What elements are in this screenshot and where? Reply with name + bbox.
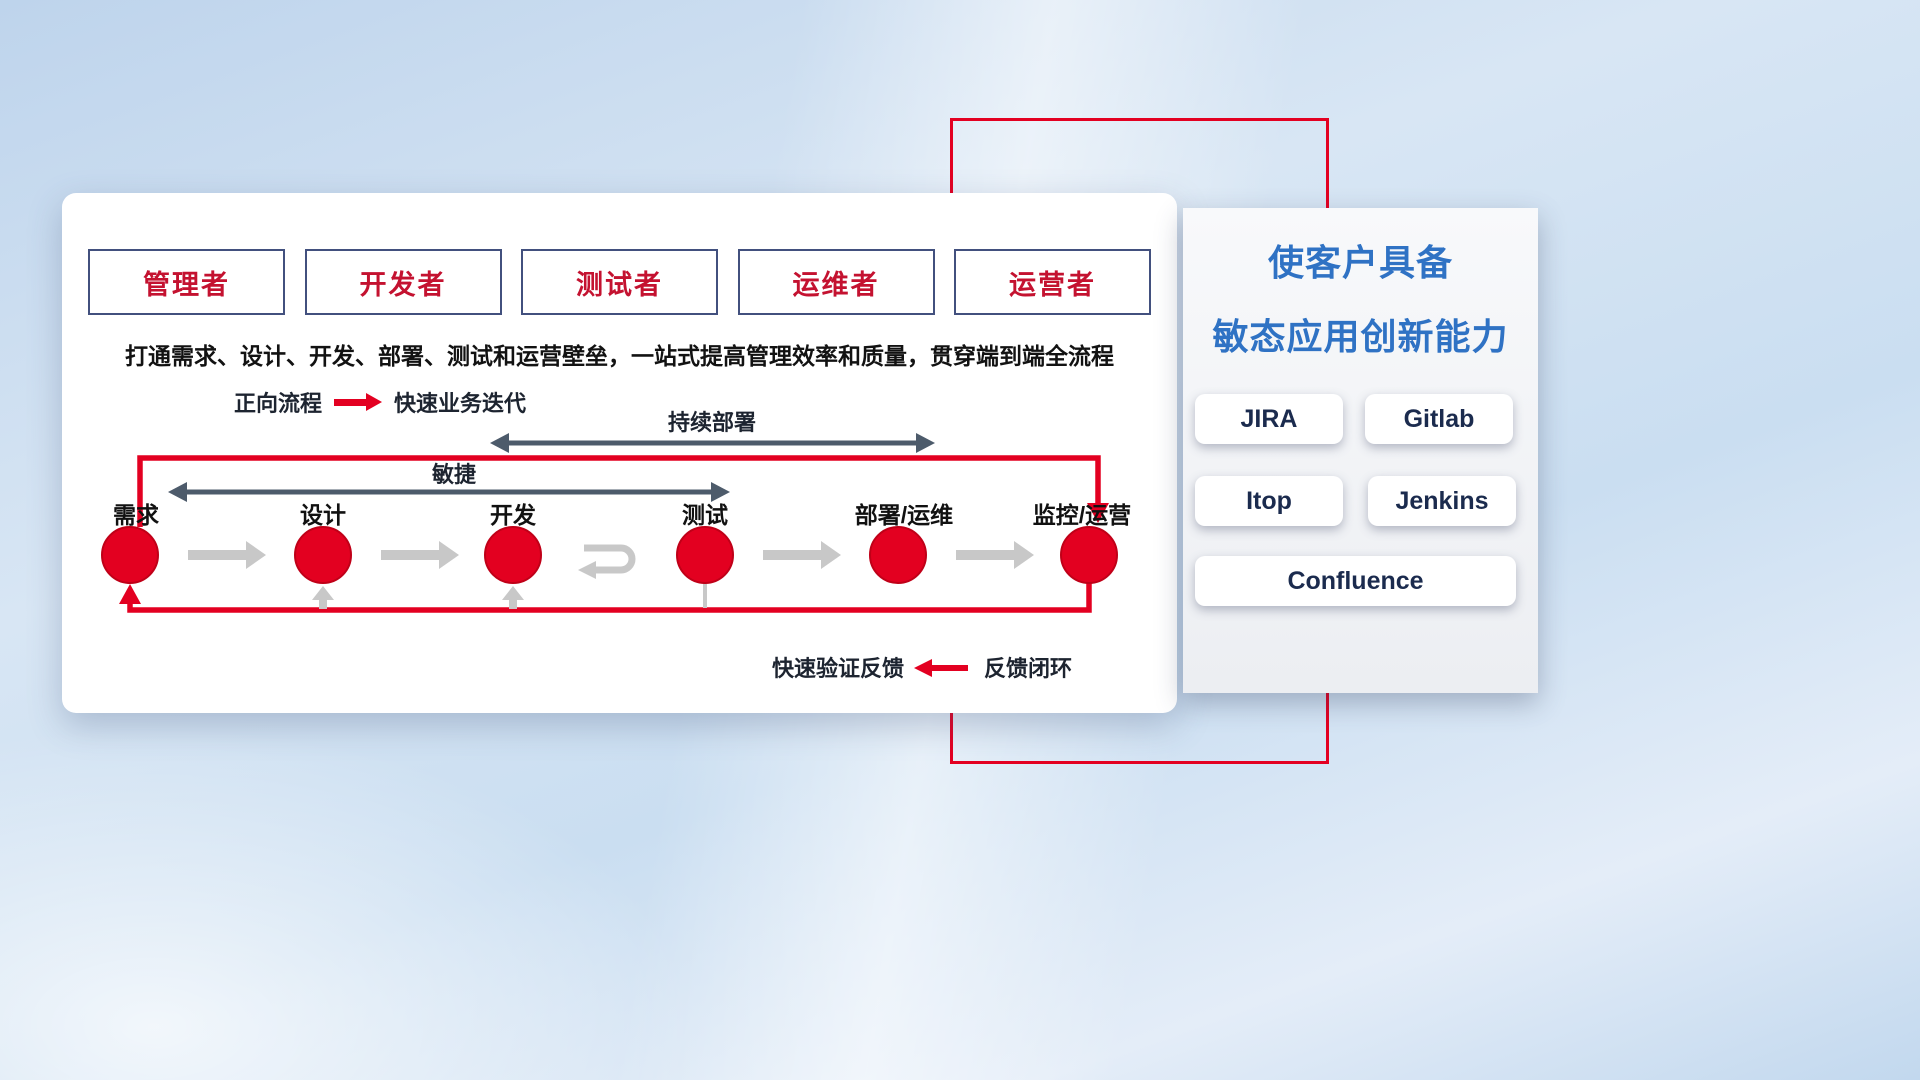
tool-chip-jenkins: Jenkins xyxy=(1368,476,1516,526)
stage-label-monitor-ops: 监控/运营 xyxy=(1033,502,1131,528)
roles-row: 管理者 开发者 测试者 运维者 运营者 xyxy=(88,249,1151,315)
role-box-ops: 运维者 xyxy=(737,249,935,315)
stage-label-develop: 开发 xyxy=(490,502,536,528)
tool-chip-gitlab: Gitlab xyxy=(1365,394,1513,444)
legend-forward: 正向流程 快速业务迭代 xyxy=(234,389,527,416)
feedback-up-arrow-design xyxy=(312,586,334,609)
capability-title-line1: 使客户具备 xyxy=(1267,242,1453,283)
stage-label-design: 设计 xyxy=(300,502,346,528)
stage-circle-design xyxy=(294,526,352,584)
role-label: 开发者 xyxy=(359,269,447,300)
capability-panel: 使客户具备 敏态应用创新能力 JIRA Gitlab Itop Jenkins … xyxy=(1183,208,1538,693)
role-box-developer: 开发者 xyxy=(304,249,502,315)
forward-arrow-icon xyxy=(334,393,383,411)
legend-feedback: 快速验证反馈 反馈闭环 xyxy=(772,656,1072,681)
continuous-deploy-label: 持续部署 xyxy=(668,410,756,435)
stage-circle-develop xyxy=(484,526,542,584)
stage-label-test: 测试 xyxy=(682,502,728,528)
forward-process-desc: 快速业务迭代 xyxy=(394,391,527,416)
feedback-up-arrow-dev xyxy=(502,586,524,609)
flow-arrow-4 xyxy=(956,541,1034,569)
card-subtitle: 打通需求、设计、开发、部署、测试和运营壁垒，一站式提高管理效率和质量，贯穿端到端… xyxy=(125,343,1114,369)
role-box-manager: 管理者 xyxy=(88,249,285,315)
feedback-loop-line xyxy=(119,582,1092,613)
role-box-operator: 运营者 xyxy=(954,249,1151,315)
continuous-deploy-arrow: 持续部署 xyxy=(490,410,935,453)
flow-arrow-3 xyxy=(763,541,841,569)
stage-label-requirements: 需求 xyxy=(113,502,159,528)
role-label: 运维者 xyxy=(792,269,880,300)
stage-label-deploy-ops: 部署/运维 xyxy=(855,502,953,528)
stage-circle-deploy-ops xyxy=(869,526,927,584)
agile-label: 敏捷 xyxy=(431,462,477,487)
forward-loop-line xyxy=(137,455,1109,527)
role-label: 测试者 xyxy=(576,269,663,300)
capability-title: 使客户具备 敏态应用创新能力 xyxy=(1183,208,1538,374)
stage-circle-monitor-ops xyxy=(1060,526,1118,584)
tool-chip-confluence: Confluence xyxy=(1195,556,1516,606)
stage-circle-test xyxy=(676,526,734,584)
iterate-loop-icon xyxy=(578,544,636,579)
flow-arrow-2 xyxy=(381,541,459,569)
feedback-label: 反馈闭环 xyxy=(984,656,1072,681)
role-box-tester: 测试者 xyxy=(521,249,718,315)
tool-chip-itop: Itop xyxy=(1195,476,1343,526)
forward-process-label: 正向流程 xyxy=(234,391,323,416)
flow-diagram: 持续部署 敏捷 xyxy=(101,410,1131,681)
devops-flow-card: 管理者 开发者 测试者 运维者 运营者 打通需求、设计、开发、部署、测试和运营壁… xyxy=(62,193,1177,713)
agile-arrow: 敏捷 xyxy=(168,462,730,502)
feedback-desc: 快速验证反馈 xyxy=(772,656,904,681)
flow-arrow-1 xyxy=(188,541,266,569)
role-label: 管理者 xyxy=(143,269,230,300)
feedback-arrow-icon xyxy=(914,659,932,677)
tool-chip-jira: JIRA xyxy=(1195,394,1343,444)
capability-title-line2: 敏态应用创新能力 xyxy=(1212,316,1509,357)
role-label: 运营者 xyxy=(1009,269,1096,300)
stage-circle-requirements xyxy=(101,526,159,584)
